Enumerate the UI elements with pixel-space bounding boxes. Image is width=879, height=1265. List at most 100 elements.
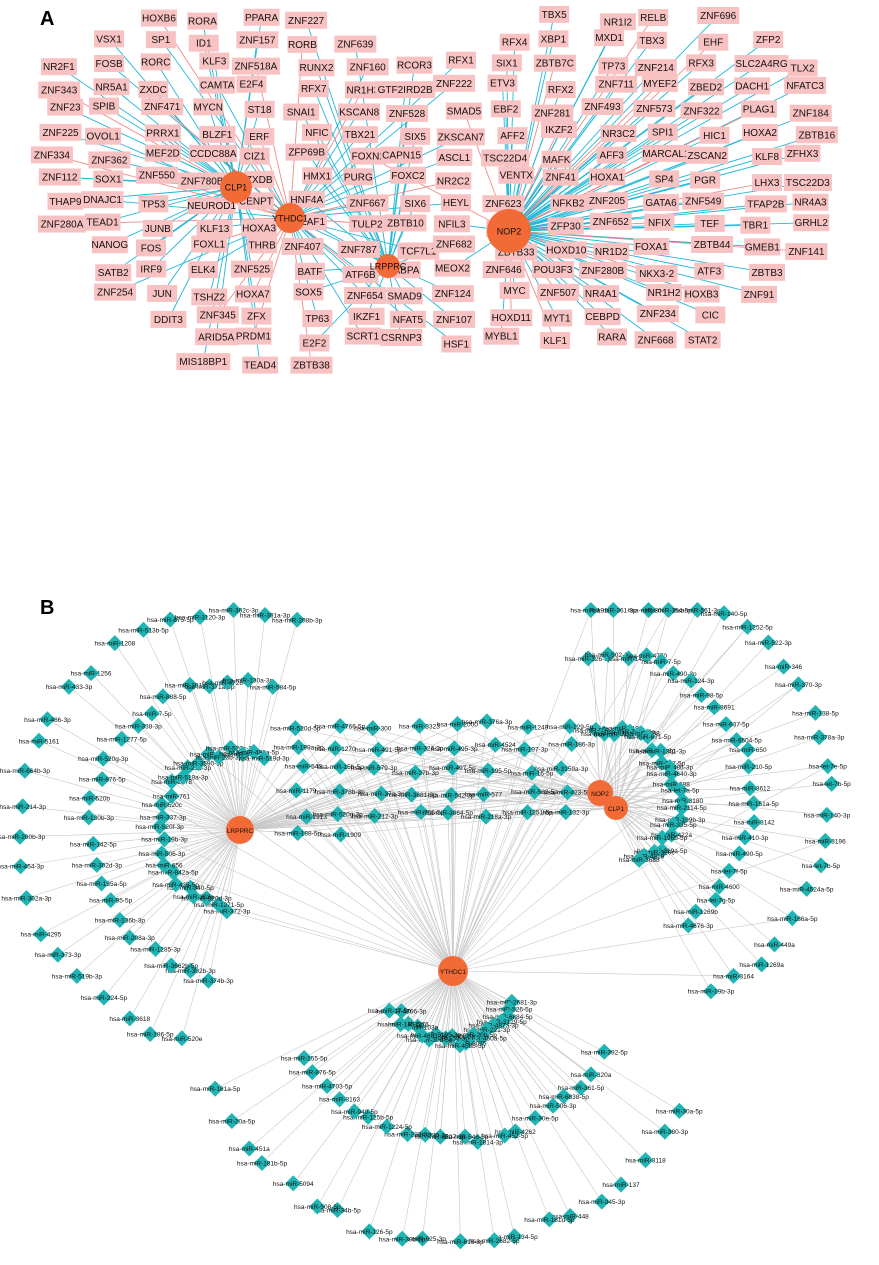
mirna-node-hsa-mir-140-5p-87: hsa-miR-140-5p	[701, 605, 748, 622]
mirna-diamond	[633, 725, 650, 742]
tf-label: PURG	[344, 172, 373, 183]
edge-ythdc1-hsa-mir-181d-5p-160	[452, 970, 550, 1220]
tf-box	[386, 287, 423, 305]
mirna-label: hsa-miR-301b-3p	[165, 683, 216, 690]
edge-lrpprc-hsa-mir-433-3p-44	[68, 686, 241, 831]
mirna-label: hsa-miR-129-5p	[547, 724, 594, 731]
mirna-label: hsa-miR-577	[465, 792, 503, 799]
mirna-diamond	[516, 741, 533, 758]
tf-label: MYC	[504, 286, 526, 297]
edge-lrpprc-hsa-mir-195-5p-221	[239, 770, 489, 831]
mirna-label: hsa-miR-616-3p	[437, 1239, 484, 1246]
tf-box	[753, 31, 784, 49]
mirna-node-hsa-mir-15b-5p-217: hsa-miR-15b-5p	[317, 758, 364, 775]
tf-node-znf141: ZNF141	[785, 243, 828, 261]
edge-ythdc1-hsa-mir-186-3p-215	[452, 743, 572, 972]
tf-node-nfat5: NFAT5	[389, 310, 426, 328]
mirna-node-hsa-mir-154-5p-81: hsa-miR-154-5p	[645, 602, 692, 618]
mirna-node-hsa-mir-134-5p-163: hsa-miR-134-5p	[491, 1228, 538, 1245]
tf-label: KLF13	[200, 224, 230, 235]
edge-ythdc1-hsa-mir-20a-5p-196	[231, 970, 454, 1122]
tf-label: HIC1	[703, 131, 726, 142]
hub-lrpprc: LRPPRC	[370, 254, 407, 278]
tf-label: ST18	[248, 105, 272, 116]
tf-box	[596, 146, 627, 164]
tf-label: ZKSCAN7	[438, 132, 485, 143]
mirna-label: hsa-miR-186-5p	[127, 1031, 174, 1038]
edge-lrpprc-hsa-mir-876-5p-37	[102, 778, 241, 831]
tf-node-znf549: ZNF549	[682, 192, 725, 210]
mirna-node-hsa-mir-940-5p-186: hsa-miR-940-5p	[331, 1103, 378, 1120]
edge-ythdc1-hsa-mir-19b-3p-27	[164, 838, 454, 972]
mirna-node-hsa-mir-153-3p-173: hsa-miR-153-3p	[422, 1030, 469, 1047]
mirna-label: hsa-miR-140-3p	[629, 748, 676, 755]
tf-box	[88, 97, 119, 115]
mirna-label: hsa-miR-4661-5p	[397, 1033, 448, 1040]
mirna-label: hsa-miR-1269a	[739, 962, 784, 969]
tf-label: NFATC3	[786, 81, 824, 92]
tf-node-cic: CIC	[695, 306, 726, 324]
tf-box	[136, 239, 167, 257]
tf-box	[497, 127, 528, 145]
mirna-label: hsa-miR-147a	[608, 656, 649, 663]
mirna-node-hsa-mir-370-3p-99: hsa-miR-370-3p	[775, 676, 822, 693]
edge-nop2-hsa-mir-4676-3p-137	[615, 807, 689, 926]
tf-label: NFIC	[305, 128, 328, 139]
mirna-node-hsa-mir-449a-129: hsa-miR-449a	[754, 936, 795, 953]
mirna-diamond	[555, 1088, 572, 1105]
mirna-label: hsa-miR-520c	[142, 802, 183, 809]
tf-label: POU3F3	[534, 265, 573, 276]
tf-box	[749, 263, 786, 281]
mirna-label: hsa-miR-520g-3p	[78, 756, 129, 763]
edge-ythdc1-hsa-mir-766-5p-235	[420, 811, 454, 972]
mirna-diamond	[680, 917, 697, 934]
tf-label: TEF	[700, 219, 719, 230]
mirna-node-hsa-mir-3120-3p-59: hsa-miR-3120-3p	[175, 608, 226, 625]
tf-node-tbx21: TBX21	[341, 126, 378, 144]
edge-nop2-hsa-mir-346-96	[599, 666, 784, 794]
tf-box	[301, 123, 332, 141]
mirna-label: hsa-miR-1269b	[673, 909, 718, 916]
tf-node-sp4: SP4	[649, 170, 680, 188]
mirna-label: hsa-miR-6838-5p	[539, 1094, 590, 1101]
edge-ythdc1-hsa-mir-520c-36	[161, 804, 454, 972]
tf-node-heyl: HEYL	[440, 194, 471, 212]
tf-box	[140, 53, 171, 71]
tf-node-nr5a1: NR5A1	[93, 78, 130, 96]
hub-label: LRPPRC	[370, 262, 407, 272]
tf-node-tead1: TEAD1	[84, 213, 121, 231]
mirna-label: hsa-miR-4766-3p	[376, 1009, 427, 1016]
tf-box	[247, 236, 278, 254]
mirna-node-hsa-mir-147a-77: hsa-miR-147a	[608, 650, 649, 667]
edge-ythdc1-hsa-mir-27a-3p-226	[381, 793, 454, 972]
mirna-diamond	[519, 804, 536, 821]
edge-lrpprc-hsa-mir-200b-3p-29	[19, 829, 241, 838]
mirna-label: hsa-miR-1193	[602, 725, 643, 732]
tf-node-klf8: KLF8	[752, 148, 783, 166]
mirna-label: hsa-miR-337-3p	[140, 815, 187, 822]
mirna-node-hsa-mir-498-85: hsa-miR-498	[623, 725, 660, 742]
mirna-node-hsa-mir-671-5p-88: hsa-miR-671-5p	[624, 728, 671, 745]
tf-node-spi1: SPI1	[647, 123, 678, 141]
mirna-diamond	[606, 726, 623, 743]
edge-lrpprc-hsa-mir-664b-3p-35	[24, 770, 241, 831]
mirna-diamond	[654, 829, 671, 846]
tf-label: HMX1	[303, 171, 331, 182]
tf-node-znf493: ZNF493	[581, 98, 624, 116]
mirna-node-hsa-mir-126-5p-178: hsa-miR-126-5p	[346, 1223, 393, 1240]
edge-ythdc1-hsa-mir-940-5p-186	[354, 970, 454, 1112]
mirna-label: hsa-miR-137	[602, 1182, 640, 1189]
tf-node-znf234: ZNF234	[636, 305, 679, 323]
tf-label: NFIL3	[438, 219, 466, 230]
hub-label: YTHDC1	[272, 214, 308, 224]
edge-lrpprc-hsa-mir-302c-3p-62	[233, 609, 241, 831]
mirna-node-hsa-mir-337-3p-33: hsa-miR-337-3p	[140, 809, 187, 826]
edge-ythdc1-hsa-mir-495-3p-212	[452, 748, 455, 972]
mirna-label: hsa-miR-940-5p	[331, 1109, 378, 1116]
mirna-label: hsa-miR-1224-5p	[362, 1124, 413, 1131]
mirna-diamond	[452, 1037, 469, 1054]
tf-node-thap9: THAP9	[47, 192, 84, 210]
tf-box	[243, 8, 280, 26]
mirna-node-hsa-mir-506-3p-24: hsa-miR-506-3p	[139, 845, 186, 862]
mirna-diamond	[711, 878, 728, 895]
